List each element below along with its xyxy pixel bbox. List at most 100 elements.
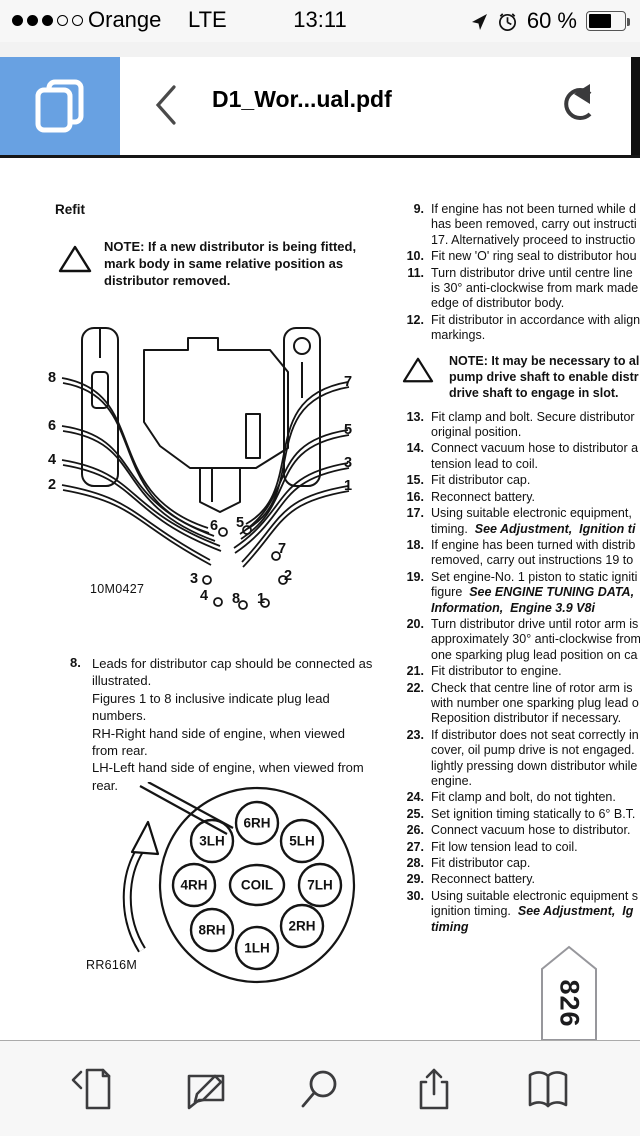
instruction-step: 28. Fit distributor cap. (398, 856, 640, 871)
lead-number: 4 (200, 588, 209, 604)
step-number: 21. (406, 664, 424, 679)
step-number: 24. (406, 790, 424, 805)
pdf-page[interactable]: Refit NOTE: If a new distributor is bein… (0, 158, 640, 1040)
step-number: 14. (406, 441, 424, 456)
step-text: Connect vacuum hose to distributor a ten… (431, 441, 639, 471)
signal-dot (42, 15, 53, 26)
instruction-step: 8. Leads for distributor cap should be c… (70, 655, 412, 794)
step-number: 30. (406, 888, 424, 903)
instruction-step: 15. Fit distributor cap. (398, 473, 640, 488)
signal-dot (57, 15, 68, 26)
annotate-pen-icon (183, 1066, 229, 1112)
step-text: If engine has been turned with distrib r… (431, 537, 636, 568)
lead-number: 2 (48, 477, 57, 493)
step-text: Fit distributor cap. (431, 473, 531, 488)
step-text: Fit clamp and bolt, do not tighten. (431, 790, 616, 805)
step-text: Set ignition timing statically to 6° B.T… (431, 806, 636, 821)
instruction-step: 27. Fit low tension lead to coil. (398, 840, 640, 855)
undo-arrow-icon[interactable] (554, 81, 600, 127)
step-text: Fit distributor cap. (431, 856, 531, 871)
search-button[interactable] (294, 1063, 346, 1115)
refit-heading: Refit (55, 202, 85, 217)
plug-position-label: 6RH (243, 815, 271, 831)
instruction-step: 14. Connect vacuum hose to distributor a … (398, 441, 640, 472)
back-chevron-icon[interactable] (154, 83, 178, 127)
alarm-clock-icon (497, 11, 518, 32)
lead-number: 3 (190, 571, 199, 587)
plug-position-label: 8RH (198, 922, 226, 938)
step-text: Fit low tension lead to coil. (431, 839, 578, 854)
page-edge-indicator (631, 57, 640, 155)
network-type-label: LTE (188, 7, 227, 32)
step-text: Fit new 'O' ring seal to distributor hou (431, 249, 637, 264)
header-divider (0, 155, 640, 158)
annotate-button[interactable] (180, 1063, 232, 1115)
signal-dot (72, 15, 83, 26)
instruction-step: 11.Turn distributor drive until centre l… (398, 266, 640, 312)
instruction-step: 30. Using suitable electronic equipment s… (398, 889, 640, 935)
instruction-step: 22.Check that centre line of rotor arm i… (398, 681, 640, 727)
bottom-toolbar (0, 1040, 640, 1136)
lead-number: 5 (236, 515, 245, 531)
step-number: 9. (413, 202, 424, 216)
pages-icon (31, 77, 89, 135)
step-number: 29. (406, 872, 424, 887)
clock-label: 13:11 (293, 7, 347, 32)
instruction-step: 24. Fit clamp and bolt, do not tighten. (398, 790, 640, 805)
step-number: 17. (406, 506, 424, 521)
lead-number: 7 (344, 374, 353, 390)
lead-number: 3 (344, 455, 353, 471)
step-text: If engine has not been turned while d ha… (431, 202, 637, 247)
instruction-step: 9. If engine has not been turned while d … (398, 202, 640, 248)
step-number: 28. (406, 856, 424, 871)
instruction-step: 10.Fit new 'O' ring seal to distributor … (398, 249, 640, 264)
instruction-step: 23.If distributor does not seat correctl… (398, 728, 640, 790)
step-text: Check that centre line of rotor arm is w… (431, 680, 639, 726)
share-button[interactable] (408, 1063, 460, 1115)
battery-icon (586, 11, 630, 31)
bookmarks-button[interactable] (522, 1063, 574, 1115)
instruction-list: 9. If engine has not been turned while d … (398, 202, 640, 936)
step-text: Fit distributor to engine. (431, 664, 562, 679)
plug-position-label: 1LH (244, 940, 270, 956)
documents-thumbnail-button[interactable] (0, 57, 120, 155)
step-text: Using suitable electronic equipment s ig… (431, 888, 639, 934)
document-title: D1_Wor...ual.pdf (212, 86, 392, 112)
lead-number: 2 (284, 568, 293, 584)
page-navigation-button[interactable] (66, 1063, 118, 1115)
distributor-leads-diagram: 8 6 4 2 7 5 3 1 6 5 7 3 2 4 8 1 (40, 318, 370, 618)
signal-strength-icon (12, 15, 83, 26)
step-number: 8. (70, 655, 81, 670)
distributor-cap-diagram: 6RH 3LH 5LH 4RH 7LH 8RH 2RH 1LH COIL (112, 782, 402, 1002)
instruction-step: 20.Turn distributor drive until rotor ar… (398, 617, 640, 663)
signal-dot (27, 15, 38, 26)
instruction-step: 25.Set ignition timing statically to 6° … (398, 807, 640, 822)
plug-position-label: 2RH (288, 918, 316, 934)
step-number: 16. (406, 489, 424, 504)
page-navigation-icon (69, 1066, 115, 1112)
plug-position-label: 4RH (180, 877, 208, 893)
step-number: 27. (406, 839, 424, 854)
lead-number: 4 (48, 452, 57, 468)
note-text: NOTE: If a new distributor is being fitt… (104, 239, 357, 288)
search-icon (297, 1066, 343, 1112)
instruction-step: 26.Connect vacuum hose to distributor. (398, 823, 640, 838)
lead-number: 6 (48, 418, 57, 434)
navigation-bar: D1_Wor...ual.pdf (120, 57, 640, 155)
step-number: 15. (406, 473, 424, 488)
instruction-step: 21. Fit distributor to engine. (398, 664, 640, 679)
app-header: D1_Wor...ual.pdf (0, 42, 640, 158)
lead-number: 8 (48, 370, 57, 386)
step-text: Set engine-No. 1 piston to static igniti… (431, 569, 638, 615)
status-bar: Orange LTE 13:11 60 % (0, 0, 640, 42)
share-icon (411, 1066, 457, 1112)
figure-code: 10M0427 (90, 582, 145, 596)
page-number-tab[interactable]: 826 (540, 945, 598, 1040)
plug-position-label: 7LH (307, 877, 333, 893)
plug-position-label: 3LH (199, 833, 225, 849)
warning-triangle-icon (58, 244, 92, 274)
instruction-step: 29.Reconnect battery. (398, 872, 640, 887)
step-text: If distributor does not seat correctly i… (431, 727, 639, 788)
location-arrow-icon (471, 13, 488, 30)
book-icon (525, 1066, 571, 1112)
